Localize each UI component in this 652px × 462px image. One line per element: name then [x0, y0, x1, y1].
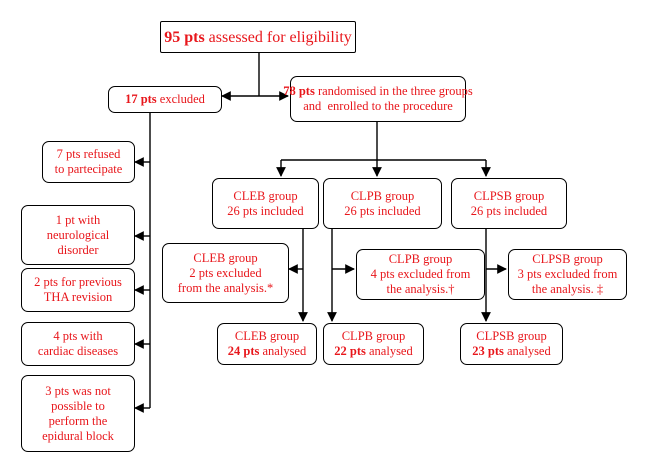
group-exclusion-count: 2 pts excluded	[189, 265, 262, 280]
exclusion-reason-line: 7 pts refused	[56, 147, 121, 161]
group-exclusion-note: the analysis.†	[386, 282, 455, 296]
group-exclusion-count: 3 pts excluded from	[517, 267, 618, 281]
exclusion-reason-box: 3 pts was not possible to perform the ep…	[21, 375, 135, 452]
excluded-count: 17 pts	[125, 92, 157, 106]
analysed-cleb-box: CLEB group 24 pts analysed	[217, 323, 317, 365]
exclusion-reason-box: 1 pt with neurological disorder	[21, 205, 135, 265]
analysed-clpb-box: CLPB group 22 pts analysed	[323, 323, 424, 365]
exclusion-reason-line: cardiac diseases	[37, 344, 119, 358]
group-included: 26 pts included	[470, 203, 548, 218]
analysed-text: analysed	[503, 344, 551, 358]
exclusion-reason-line: disorder	[57, 242, 99, 257]
group-exclusion-clpsb-box: CLPSB group 3 pts excluded from the anal…	[508, 249, 627, 300]
excluded-text: excluded	[156, 92, 205, 106]
exclusion-reason-line: perform the	[48, 413, 108, 428]
analysed-name: CLEB group	[234, 329, 300, 343]
eligibility-box: 95 pts assessed for eligibility	[160, 21, 356, 53]
analysed-text: analysed	[259, 344, 307, 358]
exclusion-reason-line: 3 pts was not	[45, 383, 111, 398]
exclusion-reason-line: 4 pts with	[53, 329, 103, 343]
exclusion-reason-line: to partecipate	[54, 162, 123, 176]
group-name: CLPSB group	[473, 188, 545, 203]
exclusion-reason-line: 1 pt with	[55, 212, 101, 227]
analysed-count: 24 pts	[227, 344, 260, 358]
group-exclusion-name: CLPSB group	[532, 252, 603, 266]
group-exclusion-name: CLPB group	[388, 252, 453, 266]
analysed-text: analysed	[365, 344, 413, 358]
eligibility-count: 95 pts	[164, 28, 205, 46]
randomised-box: 78 pts randomised in the three groups an…	[283, 76, 473, 122]
exclusion-reason-line: neurological	[46, 227, 110, 242]
analysed-count: 22 pts	[334, 344, 366, 358]
exclusion-reason-box: 2 pts for previous THA revision	[21, 268, 135, 312]
exclusion-reason-box: 7 pts refused to partecipate	[42, 141, 135, 183]
exclusion-reason-line: 2 pts for previous	[34, 275, 122, 289]
eligibility-text: assessed for eligibility	[204, 28, 352, 46]
exclusion-reason-line: possible to	[51, 398, 105, 413]
randomised-count: 78 pts	[283, 84, 315, 98]
analysed-name: CLPSB group	[476, 329, 547, 343]
group-clpsb-box: CLPSB group 26 pts included	[451, 178, 567, 229]
group-included: 26 pts included	[227, 203, 304, 218]
exclusion-reason-line: THA revision	[43, 290, 113, 304]
group-clpb-box: CLPB group 26 pts included	[323, 178, 442, 229]
group-exclusion-note: from the analysis.*	[177, 280, 274, 295]
group-name: CLPB group	[350, 188, 415, 203]
analysed-count: 23 pts	[472, 344, 504, 358]
group-exclusion-clpb-box: CLPB group 4 pts excluded from the analy…	[356, 249, 485, 300]
exclusion-reason-line: epidural block	[42, 428, 114, 443]
analysed-clpsb-box: CLPSB group 23 pts analysed	[460, 323, 563, 365]
randomised-text: randomised in the three groups	[314, 84, 473, 98]
exclusion-reason-box: 4 pts with cardiac diseases	[21, 322, 135, 366]
group-name: CLEB group	[233, 188, 298, 203]
group-cleb-box: CLEB group 26 pts included	[212, 178, 319, 229]
group-exclusion-cleb-box: CLEB group 2 pts excluded from the analy…	[162, 243, 289, 303]
group-exclusion-name: CLEB group	[193, 250, 258, 265]
group-exclusion-count: 4 pts excluded from	[370, 267, 471, 281]
group-exclusion-note: the analysis. ‡	[531, 282, 604, 296]
randomised-text-line2: and enrolled to the procedure	[303, 99, 453, 113]
analysed-name: CLPB group	[341, 329, 406, 343]
group-included: 26 pts included	[344, 203, 421, 218]
excluded-box: 17 pts excluded	[108, 86, 222, 113]
